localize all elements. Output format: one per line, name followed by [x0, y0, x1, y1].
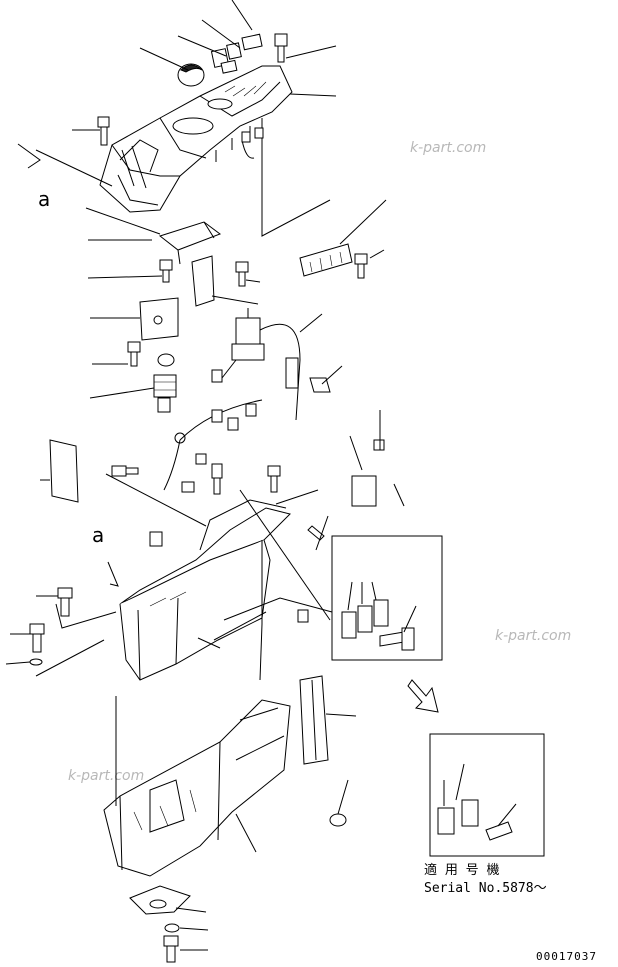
lower-tray	[103, 699, 291, 877]
side-panel	[299, 675, 329, 765]
bolt-part	[97, 116, 110, 146]
bolt-part	[159, 259, 173, 283]
relay-part	[351, 439, 385, 507]
washer-part	[29, 658, 43, 666]
leader-lines	[5, 0, 517, 951]
top-switches	[210, 33, 263, 74]
bolt-part	[111, 465, 139, 477]
view-label-a-top: a	[38, 187, 50, 211]
serial-caption-jp: 適 用 号 機	[424, 862, 499, 878]
cover-plate	[49, 439, 79, 503]
view-arrow	[407, 679, 439, 713]
bolt-part	[211, 463, 223, 495]
bolt-part	[274, 33, 288, 63]
mounting-plate	[158, 221, 222, 265]
wiring-harness-middle	[163, 399, 263, 493]
upper-console-cover	[99, 65, 293, 213]
washer-part	[164, 923, 180, 933]
bracket-part	[191, 255, 215, 307]
bolt-part	[354, 253, 368, 279]
watermark-top: k-part.com	[410, 140, 486, 156]
control-lever	[211, 308, 301, 421]
bolt-part	[127, 341, 141, 367]
inset-serial-variant-box	[429, 733, 545, 857]
watermark-right: k-part.com	[495, 628, 571, 644]
rotary-switch	[153, 353, 177, 413]
inset-relay-box	[331, 535, 443, 661]
bolt-part	[235, 261, 249, 287]
wiring-harness-upper	[241, 127, 331, 237]
watermark-left: k-part.com	[68, 768, 144, 784]
relay-block	[299, 243, 353, 277]
bolt-part	[163, 935, 179, 963]
bolt-part	[329, 813, 347, 827]
clip-part	[297, 609, 309, 623]
drawing-code: 00017037	[536, 950, 597, 963]
view-label-a-middle: a	[92, 523, 104, 547]
knob-part	[177, 63, 205, 87]
bolt-part	[57, 587, 73, 617]
bolt-part	[267, 465, 281, 493]
bolt-part	[29, 623, 45, 653]
bottom-plate	[129, 885, 191, 915]
lower-frame	[119, 499, 291, 681]
serial-caption-number: Serial No.5878〜	[424, 881, 547, 896]
side-bracket	[139, 297, 179, 341]
